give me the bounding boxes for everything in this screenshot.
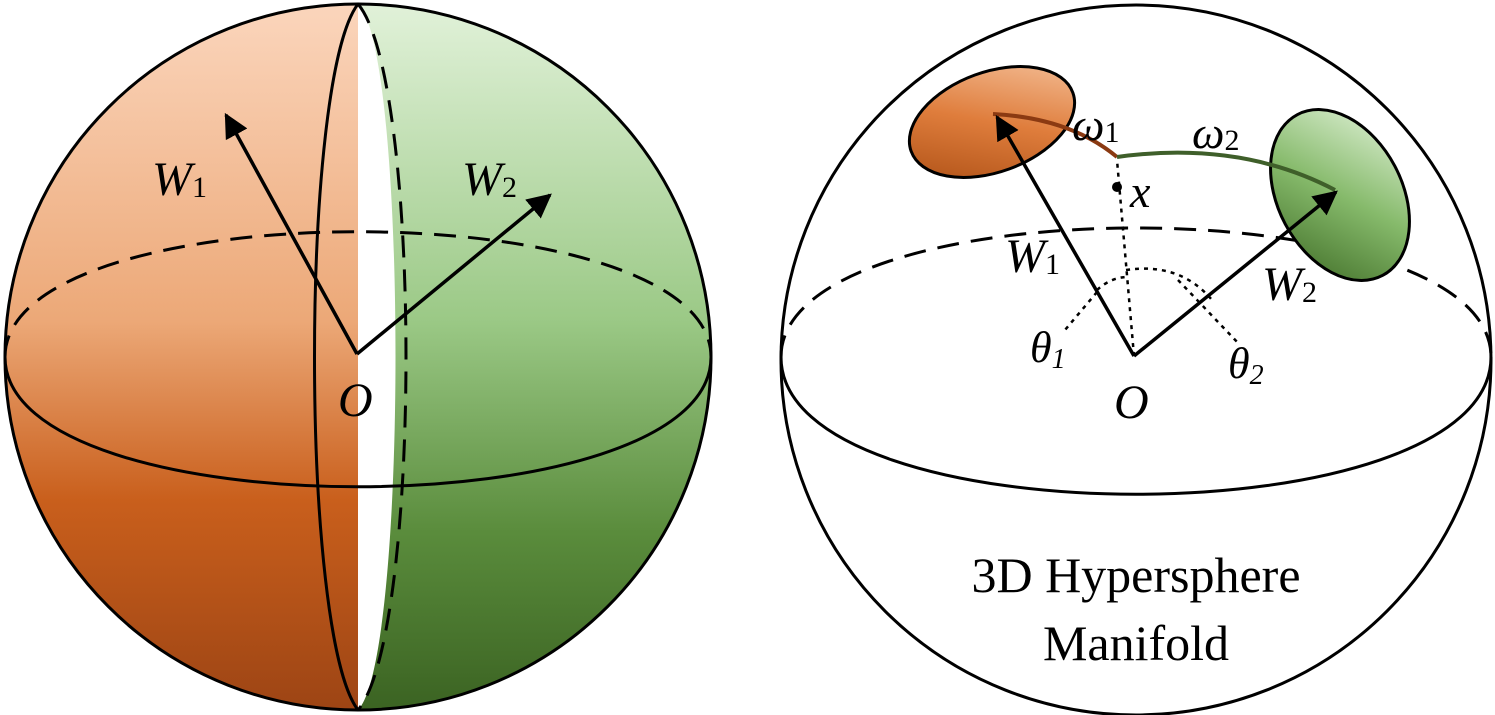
right-sphere-outline <box>779 3 1493 715</box>
w2-label: W2 <box>462 153 517 206</box>
x-direction <box>1115 159 1136 357</box>
w1-vector <box>224 112 359 355</box>
right-equator-front <box>779 356 1493 496</box>
class1-region <box>907 65 1077 179</box>
caption-line-1: 3D Hypersphere <box>971 547 1300 603</box>
origin-label: O <box>338 374 373 427</box>
right-sphere: ω1 ω2 x W1 W2 θ1 θ2 O 3D Hypersphere Man… <box>779 3 1493 715</box>
right-equator-back <box>779 226 1493 358</box>
theta2-arc <box>1125 267 1213 301</box>
right-w2-vector <box>1132 190 1338 358</box>
caption-line-2: Manifold <box>1043 615 1229 671</box>
meridian-front <box>313 3 360 711</box>
omega2-label: ω2 <box>1192 107 1239 158</box>
theta2-label: θ2 <box>1228 339 1264 391</box>
w1-label: W1 <box>152 153 207 206</box>
theta2-leader <box>1177 279 1241 346</box>
green-hemisphere <box>358 4 711 710</box>
right-origin-label: O <box>1114 376 1149 429</box>
class2-region <box>1269 108 1411 282</box>
theta1-arc <box>1096 275 1127 291</box>
x-label: x <box>1129 166 1151 217</box>
meridian-back <box>356 3 408 711</box>
omega1-label: ω1 <box>1072 99 1119 150</box>
right-w2-label: W2 <box>1262 258 1317 311</box>
right-w1-vector <box>995 114 1136 357</box>
equator-back <box>3 230 713 358</box>
x-point <box>1112 182 1122 192</box>
right-w1-label: W1 <box>1005 230 1060 283</box>
omega2-arc <box>1116 150 1336 192</box>
w2-vector <box>355 193 552 356</box>
theta1-label: θ1 <box>1030 323 1066 375</box>
left-sphere: W1 W2 O <box>3 2 713 712</box>
equator-front <box>3 356 713 489</box>
orange-hemisphere <box>5 4 358 710</box>
